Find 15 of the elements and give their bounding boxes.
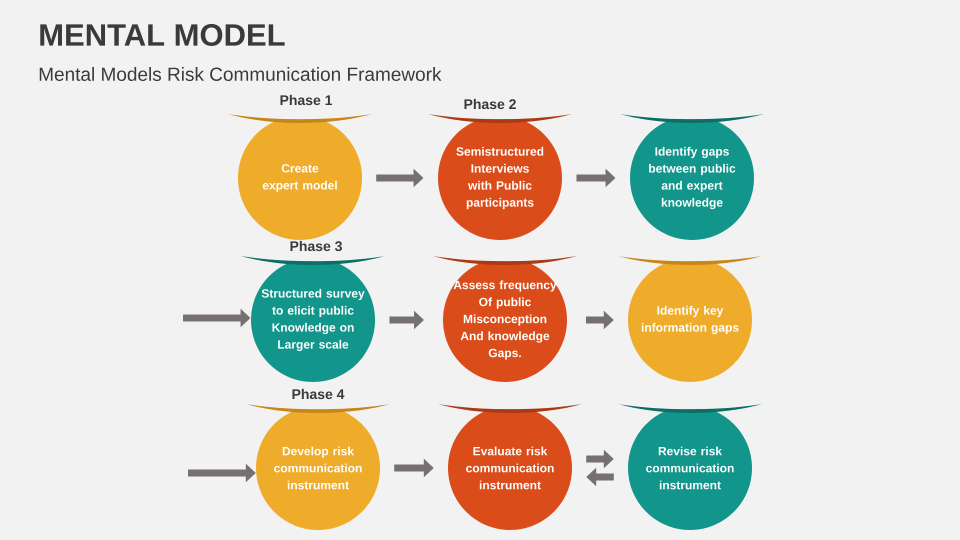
circle-step: Create expert model	[228, 114, 372, 240]
circle-step: Revise risk communication instrument	[618, 404, 762, 530]
circle-step: Identify gaps between public and expert knowledge	[620, 114, 764, 240]
circle-step: Assess frequency Of public Misconception And knowledge Gaps.	[433, 256, 577, 382]
phase-heading: Phase 2	[464, 98, 516, 110]
circle-step: Develop risk communication instrument	[246, 404, 390, 530]
title: MENTAL MODEL	[40, 24, 285, 46]
circle-step: Identify key information gaps	[618, 256, 762, 382]
subtitle: Mental Models Risk Communication Framework	[40, 67, 442, 81]
phase-heading: Phase 3	[290, 240, 342, 252]
circle-step: Structured survey to elicit public Knowledge on Larger scale	[241, 256, 385, 382]
circle-step: Evaluate risk communication instrument	[438, 404, 582, 530]
circle-step: Semistructured Interviews with Public participants	[428, 114, 572, 240]
phase-heading: Phase 1	[280, 94, 332, 106]
phase-heading: Phase 4	[292, 388, 344, 400]
